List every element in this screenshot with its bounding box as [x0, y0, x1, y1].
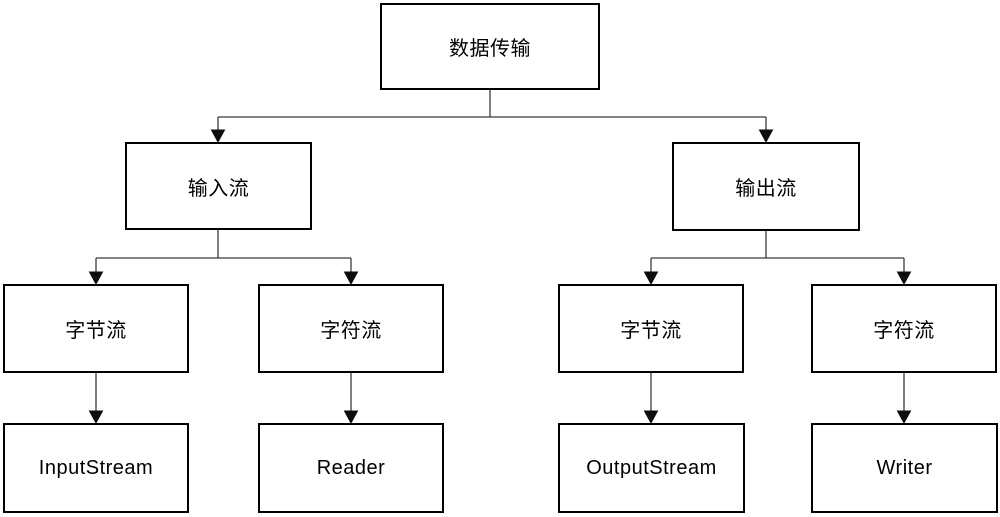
node-label: 字符流	[320, 320, 382, 342]
node-label: 输入流	[187, 177, 250, 200]
arrowhead-icon	[343, 410, 359, 425]
node-reader-class: Reader	[258, 423, 444, 513]
node-inputstream-class: InputStream	[3, 423, 189, 513]
node-writer-class: Writer	[811, 423, 998, 513]
node-label: 输出流	[735, 178, 797, 200]
arrowhead-icon	[210, 129, 226, 144]
node-label: 数据传输	[449, 38, 531, 60]
node-output-stream-cn: 输出流	[672, 142, 860, 231]
node-label: OutputStream	[586, 456, 717, 479]
arrowhead-icon	[88, 271, 104, 286]
node-data-transfer: 数据传输	[380, 3, 600, 90]
node-label: Reader	[316, 456, 386, 479]
node-outputstream-class: OutputStream	[558, 423, 745, 513]
node-input-char-stream: 字符流	[258, 284, 444, 373]
arrowhead-icon	[88, 410, 104, 425]
edge-root-input-output	[210, 90, 774, 144]
edge-streams-classes	[88, 373, 912, 425]
node-label: 字符流	[873, 320, 935, 342]
arrowhead-icon	[643, 271, 659, 286]
edge-output-children	[643, 231, 912, 286]
arrowhead-icon	[758, 129, 774, 144]
node-label: 字节流	[65, 320, 127, 342]
arrowhead-icon	[643, 410, 659, 425]
node-output-char-stream: 字符流	[811, 284, 997, 373]
node-label: InputStream	[38, 456, 154, 479]
node-input-byte-stream: 字节流	[3, 284, 189, 373]
arrowhead-icon	[896, 410, 912, 425]
node-output-byte-stream: 字节流	[558, 284, 744, 373]
edge-input-children	[88, 230, 359, 286]
arrowhead-icon	[343, 271, 359, 286]
node-label: 字节流	[620, 320, 682, 342]
node-input-stream-cn: 输入流	[125, 142, 312, 230]
arrowhead-icon	[896, 271, 912, 286]
node-label: Writer	[876, 456, 933, 479]
